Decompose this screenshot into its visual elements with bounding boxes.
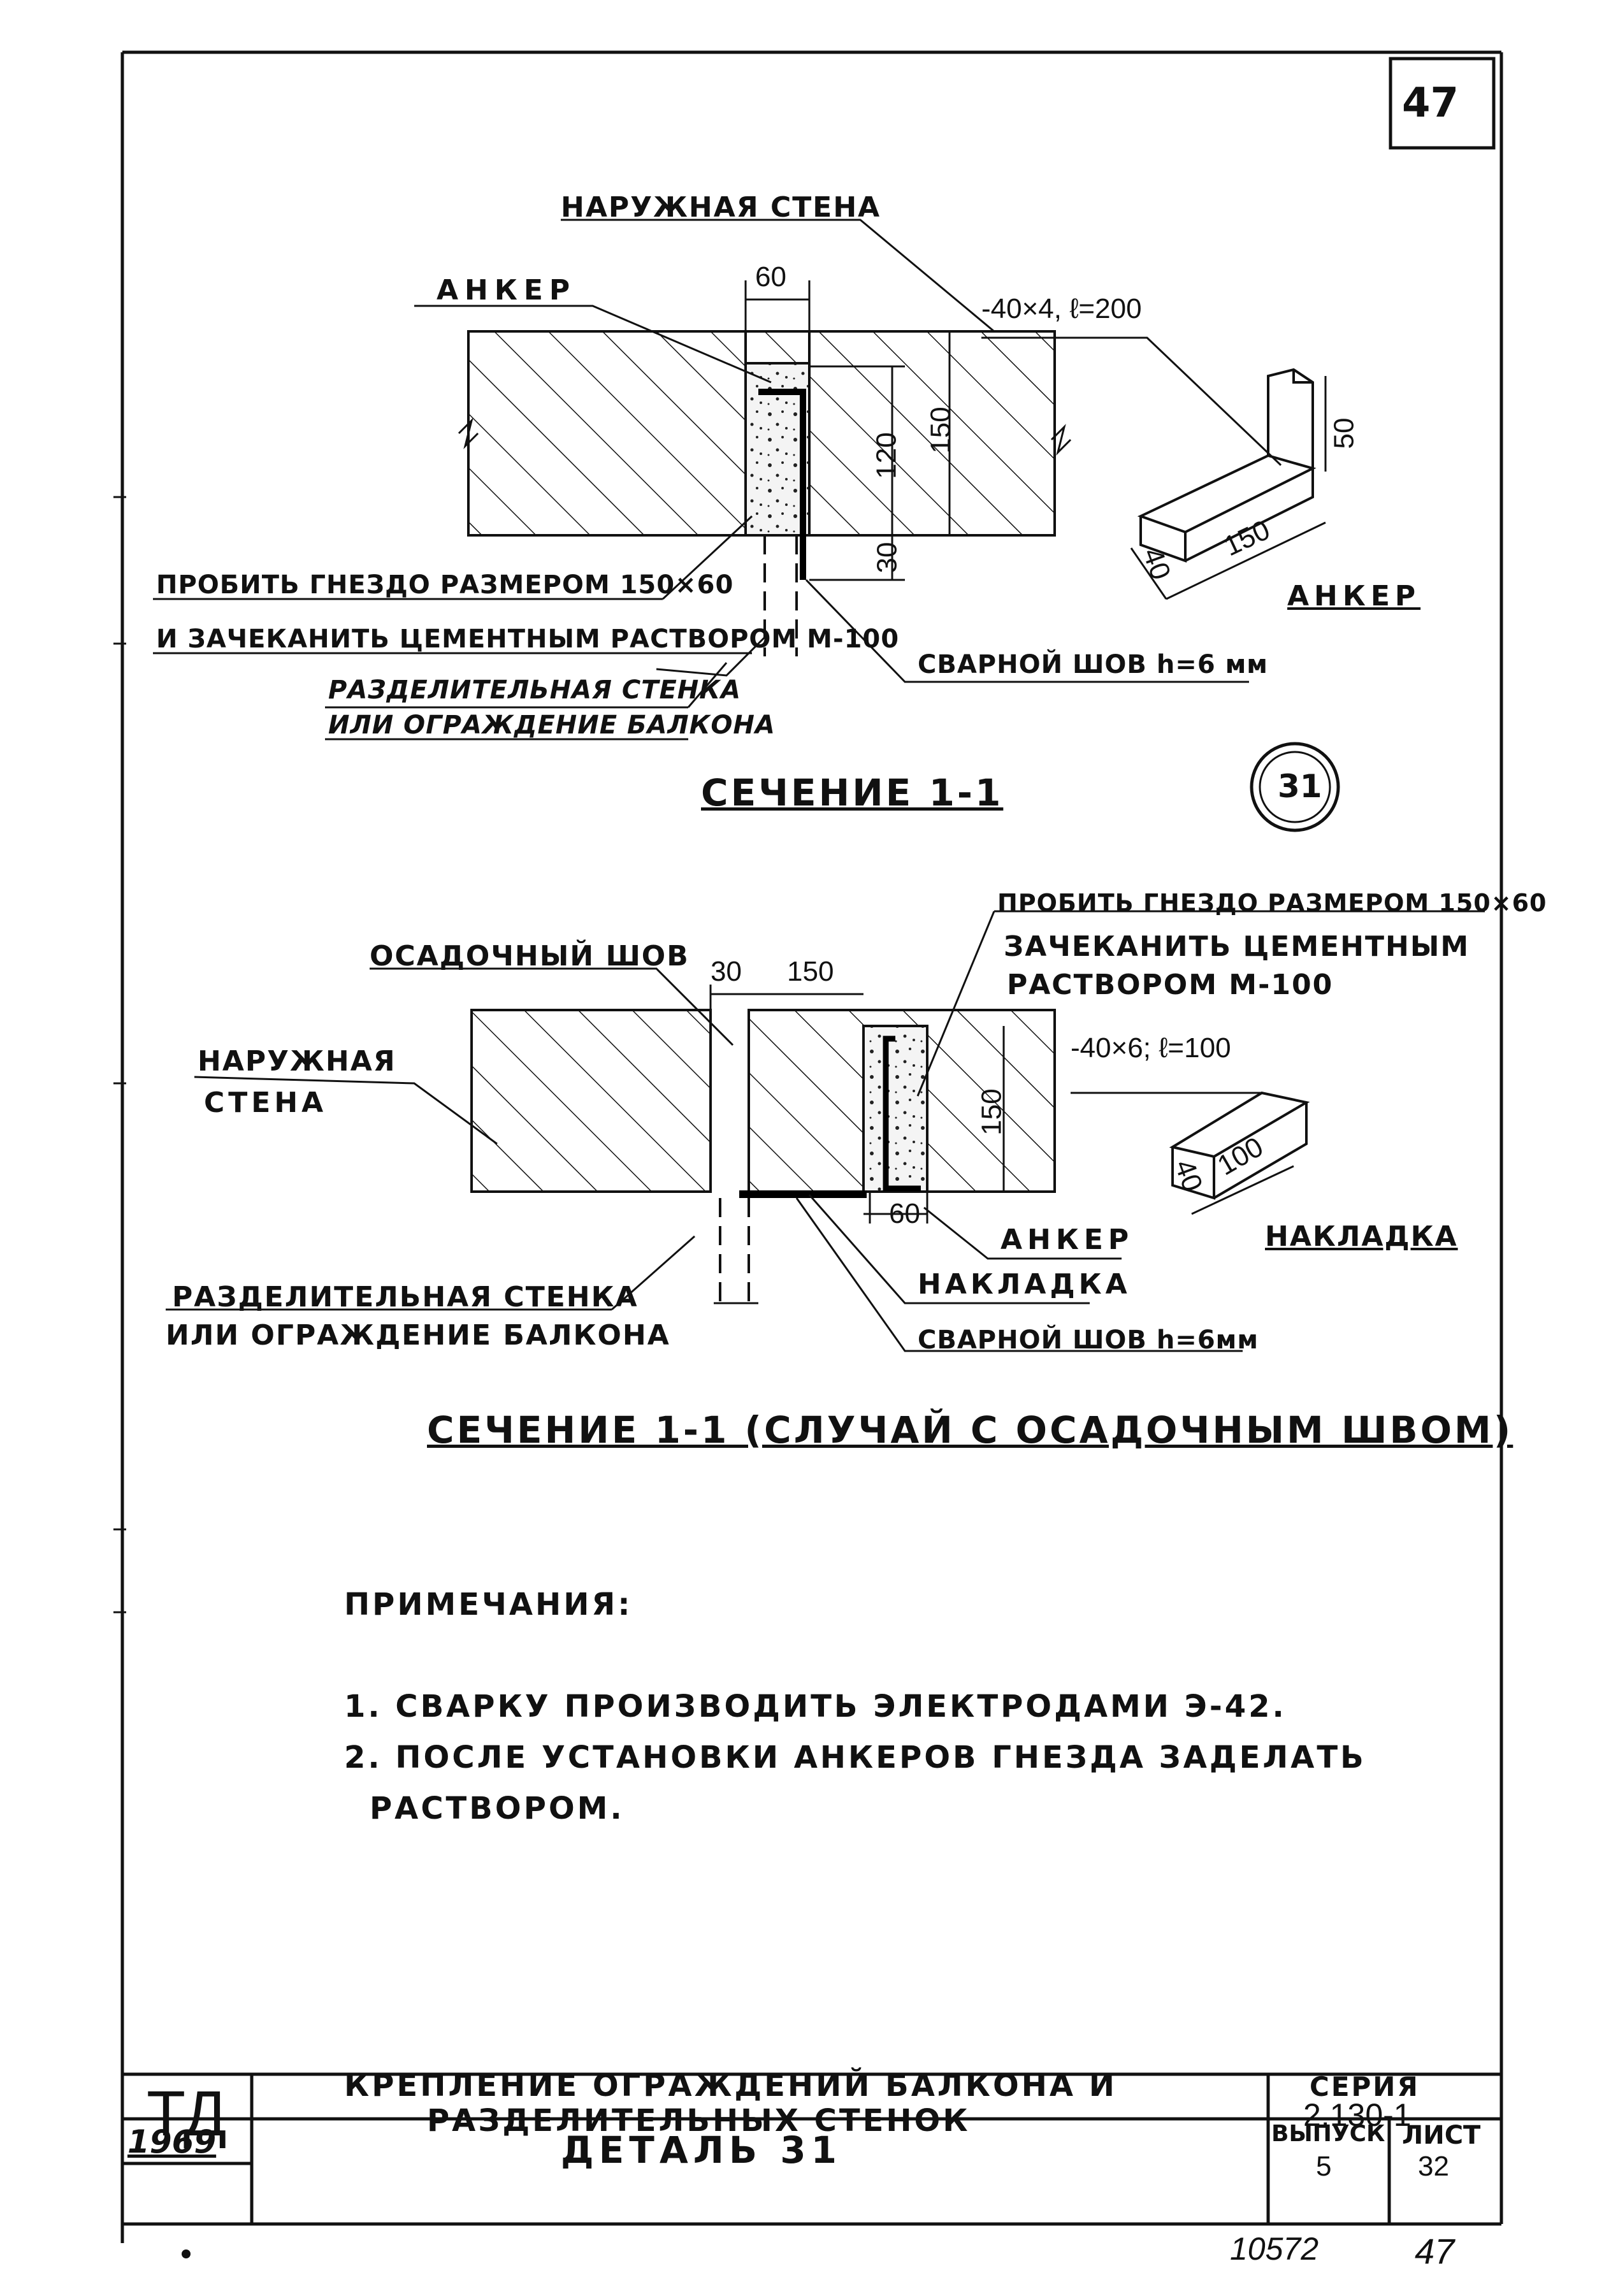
dim-120: 120 <box>870 432 902 479</box>
detail-marker-label: 31 <box>1278 768 1322 805</box>
s2-label-weld: СВАРНОЙ ШОВ h=6мм <box>918 1325 1259 1355</box>
label-anchor: АНКЕР <box>437 274 577 307</box>
tb-title-line1: КРЕПЛЕНИЕ ОГРАЖДЕНИЙ БАЛКОНА И <box>344 2068 1117 2104</box>
label-outer-wall-2a: НАРУЖНАЯ <box>198 1045 396 1078</box>
tb-org: ТД <box>147 2078 227 2149</box>
s2-label-plate: НАКЛАДКА <box>918 1268 1131 1301</box>
tb-series-value: 2.130-1 <box>1303 2097 1412 2133</box>
iso-dim-50: 50 <box>1328 417 1360 449</box>
tb-title-line2: РАЗДЕЛИТЕЛЬНЫХ СТЕНОК <box>427 2103 971 2139</box>
section1-title: СЕЧЕНИЕ 1-1 <box>701 771 1004 814</box>
dim-60: 60 <box>755 261 786 292</box>
section1-wall <box>153 219 1282 740</box>
footer-page: 47 <box>1415 2231 1455 2271</box>
s2-dim-60: 60 <box>889 1198 920 1229</box>
iso-caption-anchor: АНКЕР <box>1287 580 1421 612</box>
footer-inventory-number: 10572 <box>1230 2231 1319 2267</box>
s2-dim-30: 30 <box>711 956 742 987</box>
title-block-frame <box>122 2072 1501 2224</box>
anchor-isometric <box>1130 368 1327 600</box>
anchor-spec: -40×4, ℓ=200 <box>981 293 1142 324</box>
notes-heading: ПРИМЕЧАНИЯ: <box>344 1587 633 1622</box>
label-outer-wall: НАРУЖНАЯ СТЕНА <box>561 191 881 224</box>
s2-dim-150-top: 150 <box>787 956 834 987</box>
s2-note-punch: ПРОБИТЬ ГНЕЗДО РАЗМЕРОМ 150×60 <box>997 889 1547 917</box>
tb-issue-value: 5 <box>1316 2151 1332 2182</box>
dim-30: 30 <box>871 542 903 574</box>
section2-title: СЕЧЕНИЕ 1-1 (СЛУЧАЙ С ОСАДОЧНЫМ ШВОМ) <box>427 1408 1513 1452</box>
s2-label-partition-1: РАЗДЕЛИТЕЛЬНАЯ СТЕНКА <box>172 1281 639 1313</box>
sheet-number: 47 <box>1402 80 1459 127</box>
s2-label-partition-2: ИЛИ ОГРАЖДЕНИЕ БАЛКОНА <box>166 1319 670 1352</box>
s2-dim-150: 150 <box>976 1088 1008 1136</box>
tb-sheet-label: ЛИСТ <box>1402 2121 1481 2150</box>
note-item-2-line1: 2. ПОСЛЕ УСТАНОВКИ АНКЕРОВ ГНЕЗДА ЗАДЕЛА… <box>344 1740 1366 1775</box>
note-caulk: И ЗАЧЕКАНИТЬ ЦЕМЕНТНЫМ РАСТВОРОМ М-100 <box>156 625 900 654</box>
iso-caption-plate: НАКЛАДКА <box>1265 1220 1458 1253</box>
dim-150: 150 <box>925 407 957 454</box>
section2-wall <box>166 910 1485 1352</box>
note-punch: ПРОБИТЬ ГНЕЗДО РАЗМЕРОМ 150×60 <box>156 570 734 600</box>
margin-marks <box>113 496 126 1614</box>
tb-series-label: СЕРИЯ <box>1310 2071 1420 2102</box>
s2-note-caulk-1: ЗАЧЕКАНИТЬ ЦЕМЕНТНЫМ <box>1004 930 1470 963</box>
tb-detail: ДЕТАЛЬ 31 <box>561 2128 842 2172</box>
s2-note-caulk-2: РАСТВОРОМ М-100 <box>1007 969 1334 1001</box>
note-item-2-line2: РАСТВОРОМ. <box>370 1791 625 1826</box>
tb-sheet-value: 32 <box>1418 2151 1449 2182</box>
label-weld: СВАРНОЙ ШОВ h=6 мм <box>918 650 1268 679</box>
sheet-frame <box>120 50 1503 2243</box>
label-partition-2: ИЛИ ОГРАЖДЕНИЕ БАЛКОНА <box>328 711 776 740</box>
tb-year: 1969 <box>127 2123 217 2160</box>
tb-issue-label: ВЫПУСК <box>1271 2121 1385 2147</box>
label-outer-wall-2b: СТЕНА <box>204 1087 328 1119</box>
label-partition-1: РАЗДЕЛИТЕЛЬНАЯ СТЕНКА <box>328 675 741 705</box>
note-item-1: 1. СВАРКУ ПРОИЗВОДИТЬ ЭЛЕКТРОДАМИ Э-42. <box>344 1689 1287 1724</box>
detail-marker <box>1250 742 1340 832</box>
label-settlement-joint: ОСАДОЧНЫЙ ШОВ <box>370 940 690 972</box>
s2-label-anchor: АНКЕР <box>1000 1224 1134 1256</box>
footer-dot <box>182 2249 191 2258</box>
plate-spec: -40×6; ℓ=100 <box>1071 1032 1231 1064</box>
plate-isometric <box>1169 1091 1310 1215</box>
